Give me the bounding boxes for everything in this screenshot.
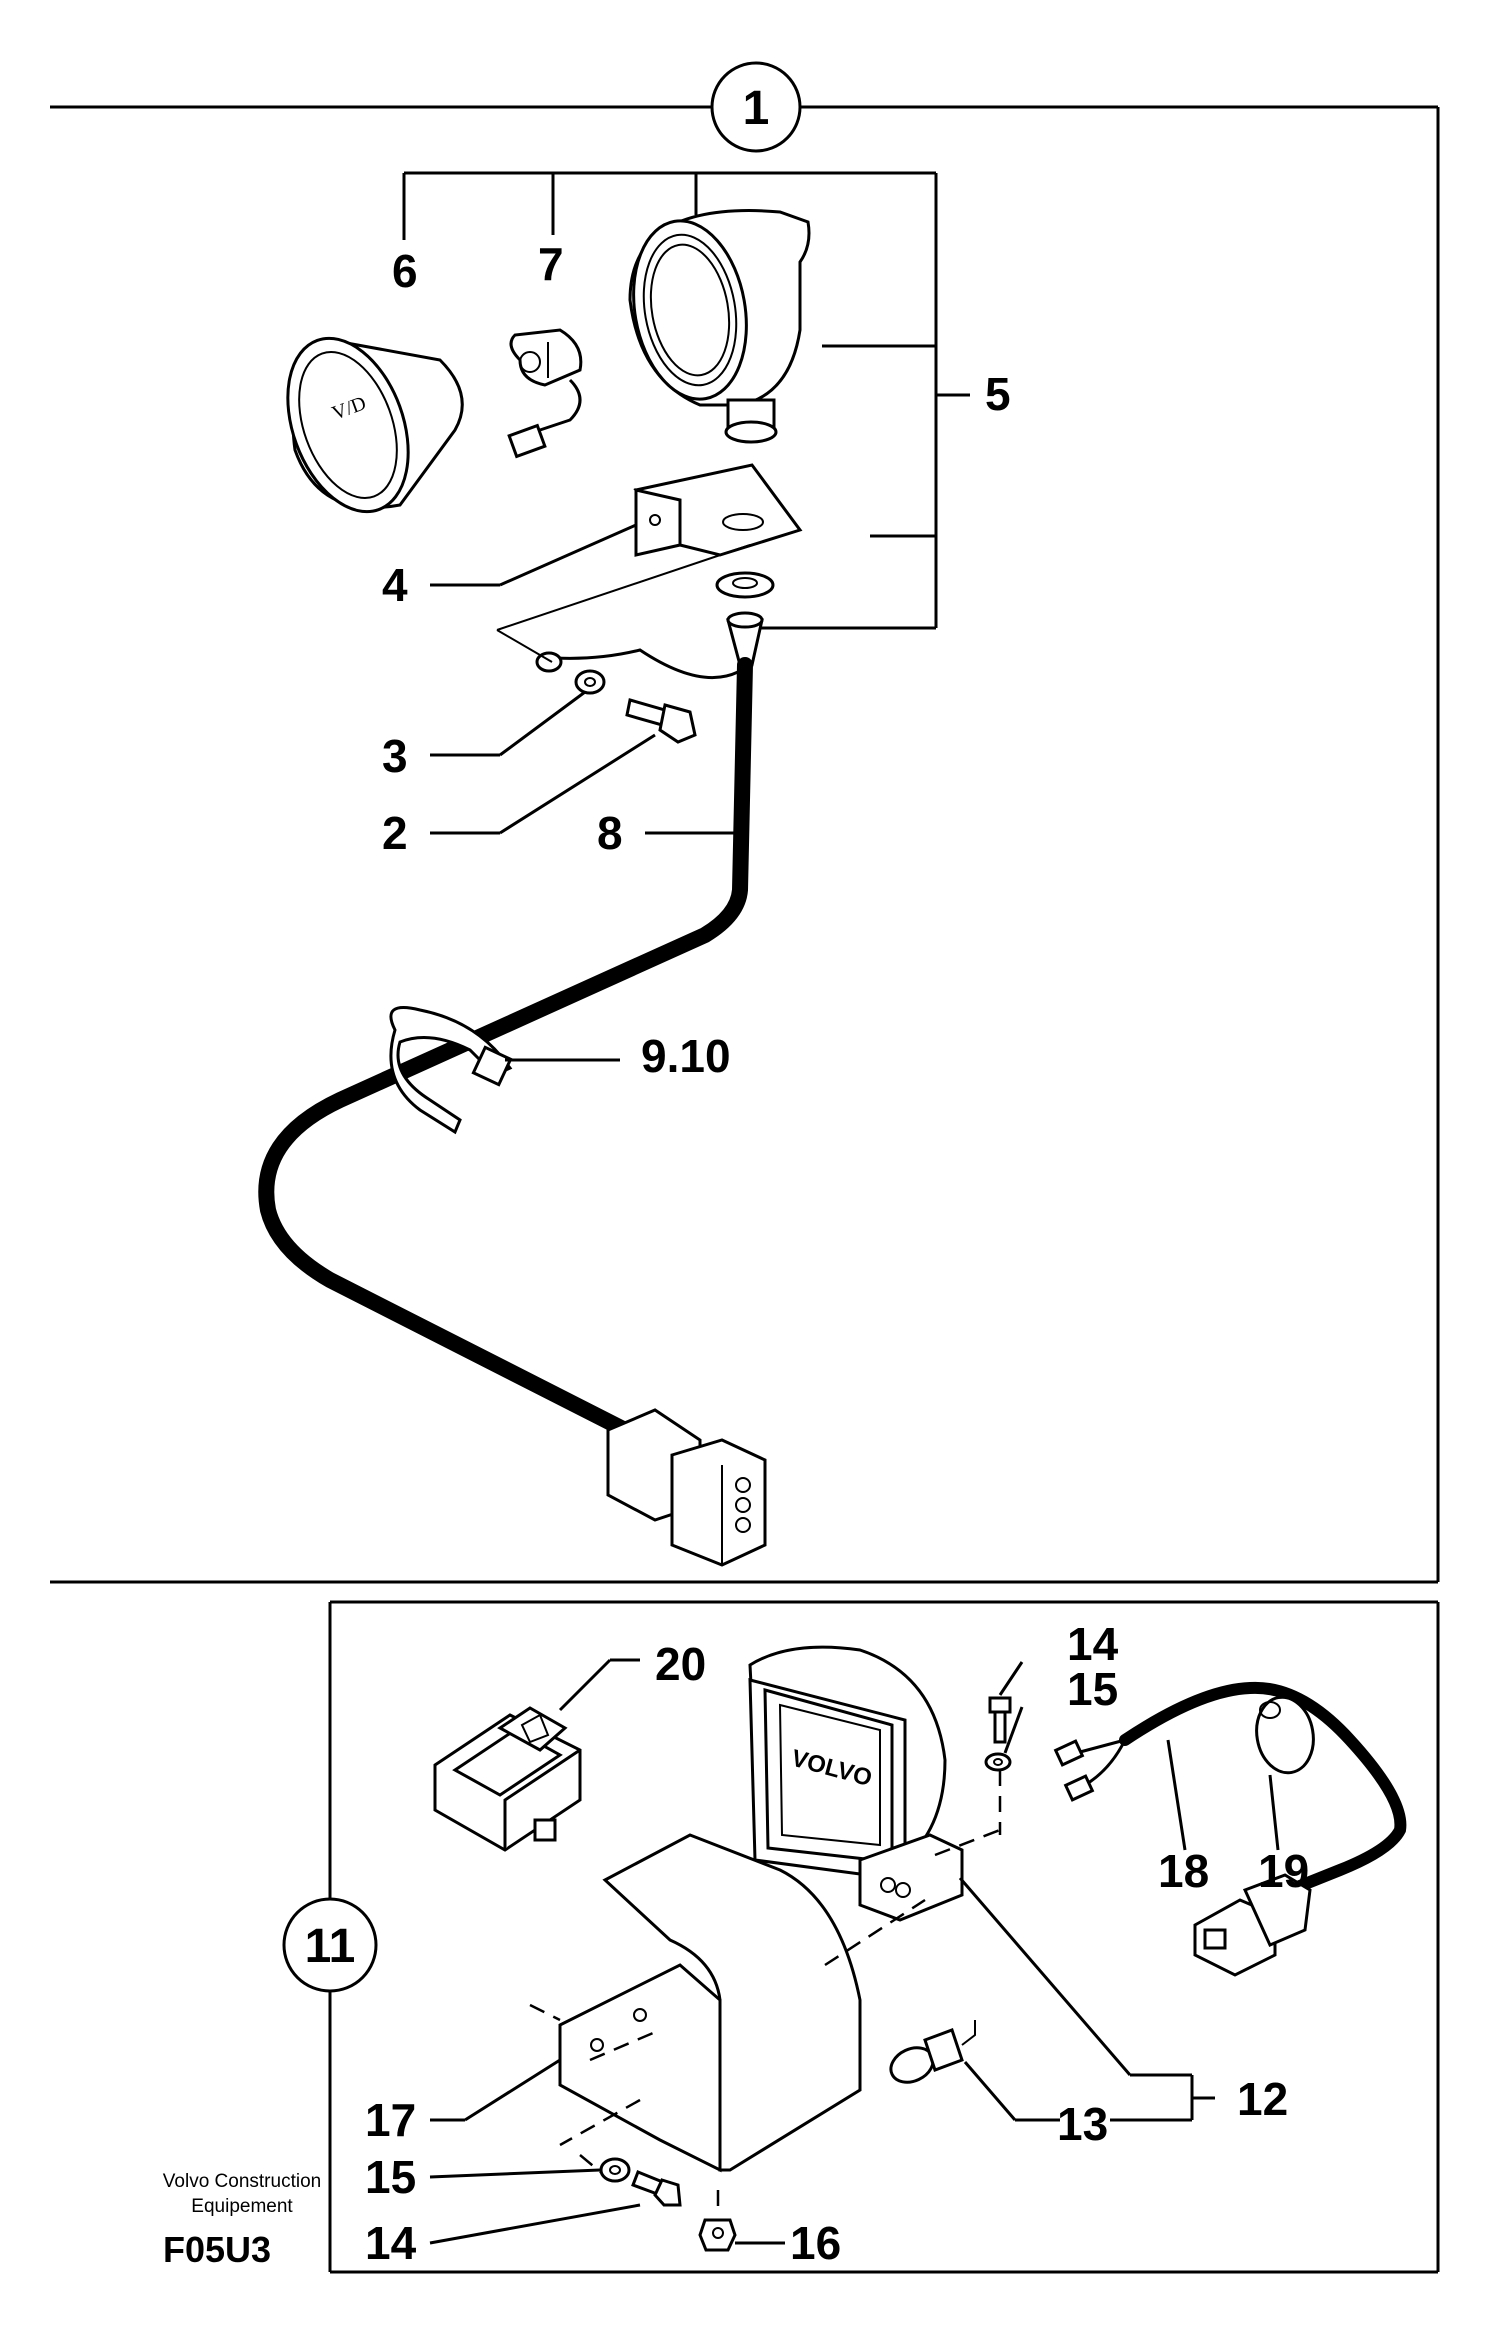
callout-16: 16 — [790, 2217, 841, 2269]
assembly-number: 1 — [743, 82, 770, 135]
lamp-guard-part — [529, 1770, 1002, 2215]
kit-number: 11 — [305, 1920, 356, 1973]
label-bracket-top — [402, 171, 970, 630]
work-lamp-part: VOLVO — [748, 1645, 964, 1922]
callout-2: 2 — [382, 807, 408, 859]
leader-lines-lower — [429, 1661, 1280, 2245]
bulb-part — [507, 328, 583, 459]
callout-17: 17 — [365, 2094, 416, 2146]
lamp-bulb-part — [889, 2020, 976, 2084]
callout-4: 4 — [382, 559, 408, 611]
cable-tie-part — [389, 1006, 513, 1135]
connector-plug-part — [606, 1408, 767, 1567]
callout-15-bottom: 15 — [365, 2151, 416, 2203]
bolt-part — [625, 698, 697, 744]
cable-gland-part — [726, 611, 764, 667]
callout-15-top: 15 — [1067, 1663, 1118, 1715]
rocker-switch-part — [433, 1658, 640, 1852]
upper-bolt-washer-part — [984, 1696, 1012, 1772]
callout-18: 18 — [1158, 1845, 1209, 1897]
lamp-housing-part — [628, 209, 811, 444]
callout-5: 5 — [985, 368, 1011, 420]
company-name-line1: Volvo Construction — [163, 2171, 321, 2192]
callout-6: 6 — [392, 245, 418, 297]
leader-lines-upper — [430, 523, 734, 1062]
callout-14-bottom: 14 — [365, 2217, 417, 2269]
assembly-number-badge: 1 — [710, 61, 802, 153]
kit-number-badge: 11 — [282, 1897, 378, 1993]
lower-bolt-washer-part — [599, 2157, 682, 2207]
drawing-code: F05U3 — [163, 2229, 271, 2270]
callout-12: 12 — [1237, 2073, 1288, 2125]
assembly-frame — [50, 105, 1440, 1584]
callout-19: 19 — [1258, 1845, 1309, 1897]
callout-9-10: 9.10 — [641, 1030, 731, 1082]
callout-8: 8 — [597, 807, 623, 859]
callout-7: 7 — [538, 238, 564, 290]
wiring-harness-part — [1053, 1681, 1407, 1977]
nut-part — [698, 2218, 737, 2252]
lock-nut-part — [715, 571, 775, 599]
callout-3: 3 — [382, 730, 408, 782]
callout-14-top: 14 — [1067, 1618, 1119, 1670]
lens-reflector-part: V/D — [286, 336, 464, 514]
cable-harness-part — [258, 657, 753, 1438]
company-name-line2: Equipement — [191, 2196, 293, 2217]
mounting-bracket-part — [633, 463, 803, 557]
callout-13: 13 — [1057, 2098, 1108, 2150]
ground-wire-part — [496, 544, 751, 695]
callout-20: 20 — [655, 1638, 706, 1690]
kit-frame — [328, 1600, 1440, 2274]
